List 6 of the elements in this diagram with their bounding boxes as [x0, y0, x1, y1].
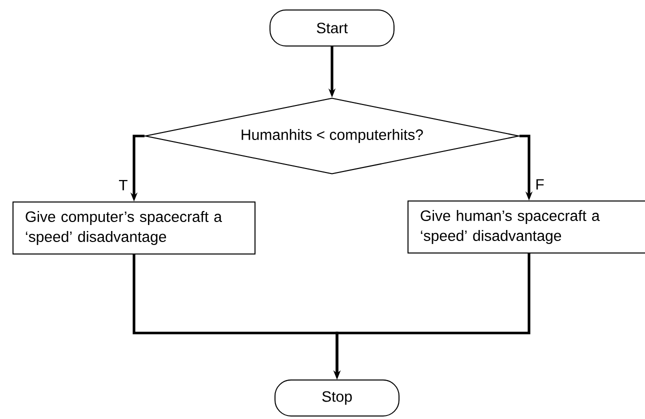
edge-label: F — [534, 178, 546, 191]
edge-label: T — [118, 178, 129, 192]
process-box: Give human’s spacecraft a ‘speed’ disadvantage — [408, 200, 645, 254]
terminal-box: Start — [270, 10, 394, 46]
terminal-box: Stop — [274, 380, 400, 416]
process-box: Give computer’s spacecraft a ‘speed’ disadvantage — [12, 202, 256, 254]
